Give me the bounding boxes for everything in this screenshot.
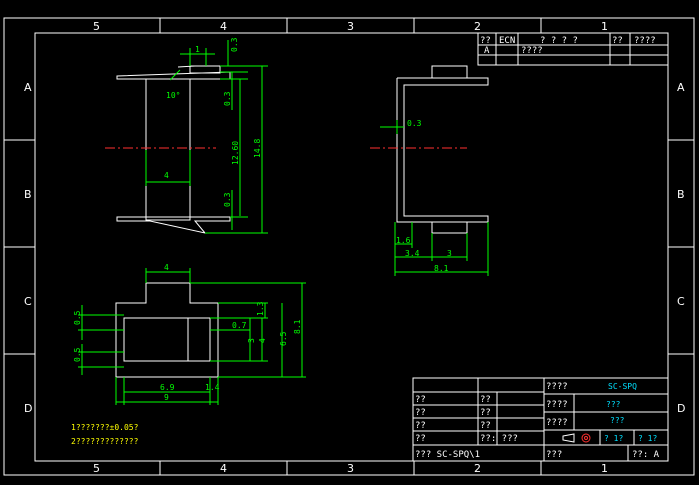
title-block-frame — [412, 377, 669, 462]
dim-label: 12.60 — [231, 141, 240, 165]
col-label: 4 — [220, 20, 227, 33]
dim-label: 1.4 — [205, 383, 220, 392]
dim-label: 0.7 — [232, 321, 247, 330]
row-label: D — [677, 402, 685, 415]
outer-frame — [3, 17, 695, 476]
scale-value: ? 1? — [638, 434, 657, 443]
dim-label: 14.8 — [253, 139, 262, 158]
dim-label: 4 — [164, 171, 169, 180]
row-label: A — [24, 81, 32, 94]
row-label: B — [24, 188, 32, 201]
rev-cell: ???? — [521, 46, 543, 56]
bottom-dims — [78, 268, 306, 405]
col-label: 2 — [474, 462, 481, 475]
dim-label: 0.3 — [223, 192, 232, 207]
tb-label: ?? — [480, 421, 491, 431]
tb-label: ??? — [546, 450, 562, 460]
revision-table — [477, 32, 669, 66]
part-name: SC-SPQ — [608, 382, 637, 391]
tb-label: ?? — [415, 395, 426, 405]
inner-frame — [34, 32, 669, 462]
rev-cell: A — [484, 46, 490, 56]
dim-label: 3 — [447, 249, 452, 258]
rev-header: ?? — [480, 36, 491, 46]
row-label: B — [677, 188, 685, 201]
front-dims — [145, 40, 268, 234]
dim-label: 0.5 — [73, 310, 82, 325]
col-label: 5 — [93, 462, 100, 475]
zone-ticks — [4, 18, 694, 475]
rev-header: ECN — [499, 36, 515, 46]
dim-label: 0.3 — [407, 119, 422, 128]
tb-label: ???? — [546, 400, 568, 410]
tb-label: ??: ??? — [480, 434, 518, 444]
tb-label: ?? — [480, 395, 491, 405]
tb-value: ??? — [606, 400, 621, 409]
dim-label: 0.3 — [230, 37, 239, 52]
rev-header: ???? — [634, 36, 656, 46]
scale-value: ? 1? — [604, 434, 623, 443]
sheet-label: ??: A — [632, 450, 660, 460]
tb-value: ??? — [610, 416, 625, 425]
col-label: 1 — [601, 462, 608, 475]
dim-label: 6.5 — [279, 331, 288, 346]
dim-label: 0.3 — [223, 91, 232, 106]
tb-label: ?? — [480, 408, 491, 418]
file-name: ??? SC-SPQ\1 — [415, 450, 480, 460]
tb-label: ?? — [415, 421, 426, 431]
tb-label: ???? — [546, 418, 568, 428]
dim-label: 3.4 — [405, 249, 420, 258]
tb-label: ?? — [415, 434, 426, 444]
tb-label: ?? — [415, 408, 426, 418]
row-label: C — [677, 295, 685, 308]
dim-label: 8.1 — [434, 264, 449, 273]
note-line: 1???????±0.05? — [71, 423, 139, 432]
dim-label: 4 — [164, 263, 169, 272]
dim-label: 1.6 — [396, 236, 411, 245]
col-label: 1 — [601, 20, 608, 33]
side-view — [370, 65, 489, 234]
col-label: 2 — [474, 20, 481, 33]
dim-label: 4 — [258, 338, 267, 343]
dim-label: 10° — [166, 91, 180, 100]
dim-label: 0.5 — [73, 347, 82, 362]
rev-header: ? ? ? ? — [540, 36, 578, 46]
dim-label: 1 — [195, 45, 200, 54]
col-label: 4 — [220, 462, 227, 475]
row-label: C — [24, 295, 32, 308]
rev-header: ?? — [612, 36, 623, 46]
dim-label: 1.3 — [256, 301, 265, 316]
row-label: A — [677, 81, 685, 94]
note-line: 2????????????? — [71, 437, 139, 446]
dim-label: 8.1 — [293, 319, 302, 334]
dim-label: 9 — [164, 393, 169, 402]
tb-label: ???? — [546, 382, 568, 392]
dim-label: 3 — [247, 338, 256, 343]
row-label: D — [24, 402, 32, 415]
bottom-view — [115, 282, 219, 378]
col-label: 3 — [347, 462, 354, 475]
side-dims — [380, 120, 489, 276]
col-label: 5 — [93, 20, 100, 33]
projection-symbol-icon — [562, 433, 591, 443]
dim-label: 6.9 — [160, 383, 175, 392]
col-label: 3 — [347, 20, 354, 33]
